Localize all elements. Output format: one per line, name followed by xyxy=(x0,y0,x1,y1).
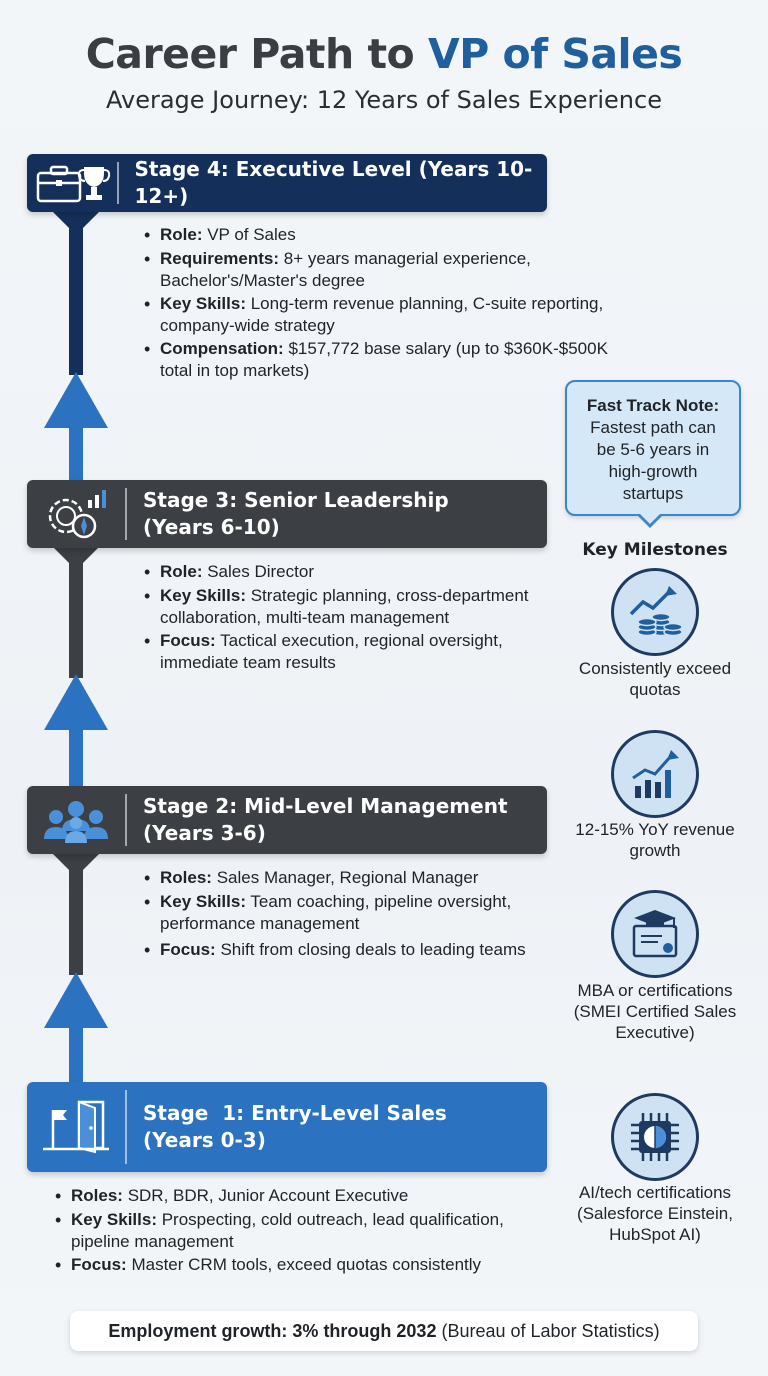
stage2-details: Roles: Sales Manager, Regional Manager K… xyxy=(144,867,554,963)
list-item: Focus: Shift from closing deals to leadi… xyxy=(144,939,554,962)
milestones-heading: Key Milestones xyxy=(582,540,728,560)
stage3-details: Role: Sales Director Key Skills: Strateg… xyxy=(144,561,554,675)
stage3-pointer xyxy=(52,546,100,570)
milestone-label: 12-15% YoY revenue growth xyxy=(575,820,735,860)
flag-door-icon xyxy=(27,1090,127,1164)
page-subtitle: Average Journey: 12 Years of Sales Exper… xyxy=(106,86,662,114)
list-item: Key Skills: Team coaching, pipeline over… xyxy=(144,891,554,935)
list-item: Compensation: $157,772 base salary (up t… xyxy=(144,338,624,382)
fast-track-callout: Fast Track Note: Fastest path can be 5-6… xyxy=(565,380,741,516)
path-arrowhead xyxy=(44,372,108,428)
stage2-banner: Stage 2: Mid-Level Management(Years 3-6) xyxy=(27,786,547,854)
gear-compass-chart-icon xyxy=(27,488,127,540)
stage4-title: Stage 4: Executive Level (Years 10-12+) xyxy=(134,157,533,208)
path-line-segment xyxy=(69,215,83,375)
team-icon xyxy=(27,794,127,846)
coins-growth-icon xyxy=(611,568,699,656)
stage2-title: Stage 2: Mid-Level Management(Years 3-6) xyxy=(143,794,508,845)
milestone-label: Consistently exceed quotas xyxy=(578,659,732,699)
list-item: Requirements: 8+ years managerial experi… xyxy=(144,248,624,292)
milestone-label: MBA or certifications (SMEI Certified Sa… xyxy=(573,981,737,1042)
list-item: Role: Sales Director xyxy=(144,561,554,584)
path-line-segment xyxy=(69,728,83,788)
milestone-label: AI/tech certifications (Salesforce Einst… xyxy=(577,1183,733,1244)
list-item: Key Skills: Prospecting, cold outreach, … xyxy=(55,1209,555,1253)
stage3-title: Stage 3: Senior Leadership(Years 6-10) xyxy=(143,488,449,539)
stage1-banner: Stage 1: Entry-Level Sales(Years 0-3) xyxy=(27,1082,547,1172)
title-prefix: Career Path to xyxy=(85,30,428,78)
callout-body: Fastest path can be 5-6 years in high-gr… xyxy=(590,418,716,503)
stage3-banner: Stage 3: Senior Leadership(Years 6-10) xyxy=(27,480,547,548)
ai-chip-icon xyxy=(611,1093,699,1181)
path-line-segment xyxy=(69,855,83,975)
stage2-pointer xyxy=(52,853,100,877)
path-arrowhead xyxy=(44,972,108,1028)
page-title: Career Path to VP of Sales xyxy=(0,30,768,78)
bar-chart-growth-icon xyxy=(611,730,699,818)
callout-tail-inner xyxy=(639,513,661,524)
list-item: Focus: Master CRM tools, exceed quotas c… xyxy=(55,1254,555,1277)
list-item: Roles: Sales Manager, Regional Manager xyxy=(144,867,554,890)
path-line-segment xyxy=(69,548,83,678)
employment-growth-footer: Employment growth: 3% through 2032 (Bure… xyxy=(70,1311,698,1351)
list-item: Roles: SDR, BDR, Junior Account Executiv… xyxy=(55,1185,555,1208)
stage4-pointer xyxy=(52,211,100,235)
footer-bold: Employment growth: 3% through 2032 xyxy=(108,1320,437,1341)
briefcase-trophy-icon xyxy=(27,162,119,204)
list-item: Key Skills: Long-term revenue planning, … xyxy=(144,293,624,337)
list-item: Key Skills: Strategic planning, cross-de… xyxy=(144,585,554,629)
graduation-certificate-icon xyxy=(611,890,699,978)
list-item: Role: VP of Sales xyxy=(144,224,624,247)
stage4-banner: Stage 4: Executive Level (Years 10-12+) xyxy=(27,154,547,212)
stage1-title: Stage 1: Entry-Level Sales(Years 0-3) xyxy=(143,1101,447,1152)
path-arrowhead xyxy=(44,674,108,730)
title-accent: VP of Sales xyxy=(428,30,683,78)
stage4-details: Role: VP of Sales Requirements: 8+ years… xyxy=(144,224,624,383)
callout-title: Fast Track Note: xyxy=(586,396,720,415)
footer-source: (Bureau of Labor Statistics) xyxy=(436,1320,660,1341)
path-line-segment xyxy=(69,1025,83,1083)
list-item: Focus: Tactical execution, regional over… xyxy=(144,630,554,674)
stage1-details: Roles: SDR, BDR, Junior Account Executiv… xyxy=(55,1185,555,1278)
path-line-segment xyxy=(69,425,83,483)
